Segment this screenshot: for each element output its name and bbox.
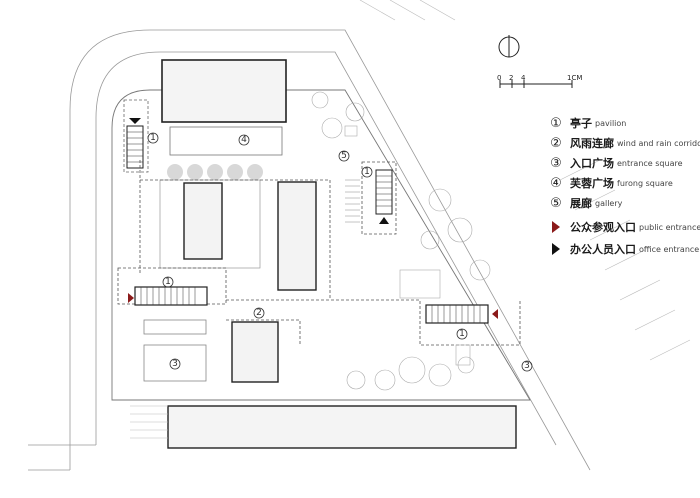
legend-num: ⑤: [550, 195, 562, 211]
legend-item-pavilion: ① 亭子 pavilion: [548, 114, 626, 132]
scale-tick-2: 2: [509, 74, 514, 82]
legend-num: ①: [550, 115, 562, 131]
legend-en: gallery: [595, 198, 623, 208]
legend-en: office entrance: [639, 244, 700, 254]
scale-tick-0: 0: [497, 74, 502, 82]
legend-cn: 风雨连廊: [570, 137, 614, 150]
legend-item-corridor: ② 风雨连廊 wind and rain corridor: [548, 134, 700, 152]
legend-num: ②: [550, 135, 562, 151]
plan-numbers: 1 4 5 1 1 2 1 3 3: [147, 132, 533, 372]
legend-en: public entrance: [639, 222, 700, 232]
pavilion-right: [425, 304, 498, 324]
plan-label-corridor: 2: [256, 308, 262, 318]
legend-en: pavilion: [595, 118, 627, 128]
legend-office-entrance: 办公人员入口 office entrance: [548, 240, 699, 258]
legend-cn: 公众参观入口: [570, 221, 636, 234]
plan-label-pavilion-right: 1: [364, 167, 370, 177]
legend-item-entrance-square: ③ 入口广场 entrance square: [548, 154, 683, 172]
legend-cn: 展廊: [570, 197, 592, 210]
legend-cn: 办公人员入口: [570, 243, 636, 256]
legend-num: ④: [550, 175, 562, 191]
site-boundary: [111, 89, 531, 401]
legend-cn: 芙蓉广场: [570, 177, 614, 190]
scale-tick-4: 4: [521, 74, 526, 82]
road-outline: [28, 29, 591, 471]
legend-public-entrance: 公众参观入口 public entrance: [548, 218, 700, 236]
scale-unit: 1CM: [567, 74, 583, 82]
parking-stripes: [359, 0, 691, 361]
misc-outlines: [344, 125, 471, 366]
furong-square: [167, 126, 283, 180]
plan-label-pavilion-bottom-right: 1: [459, 329, 465, 339]
legend-cn: 入口广场: [570, 157, 614, 170]
entrance-squares: [143, 319, 207, 382]
stairs-gallery: [345, 179, 360, 223]
plan-label-furong: 4: [241, 135, 247, 145]
legend-cn: 亭子: [570, 117, 592, 130]
pavilion-top-left: [123, 99, 149, 173]
north-compass: [498, 35, 520, 58]
scale-bar: [499, 80, 573, 88]
bottom-building: [130, 405, 517, 449]
plan-label-pavilion-top: 1: [150, 133, 156, 143]
legend-num: ③: [550, 155, 562, 171]
plan-label-square-right: 3: [524, 361, 530, 371]
plan-label-pavilion-center: 1: [165, 277, 171, 287]
legend-en: entrance square: [617, 158, 683, 168]
legend-en: furong square: [617, 178, 673, 188]
gallery-buildings: [159, 179, 317, 383]
top-building: [161, 59, 287, 123]
wind-rain-corridor: [117, 160, 521, 346]
plan-label-gallery: 5: [341, 151, 347, 161]
pavilion-left: [128, 286, 208, 306]
trees: [311, 91, 491, 391]
legend-en: wind and rain corridor: [617, 138, 700, 148]
gallery-pavilion: [361, 161, 397, 235]
plan-label-square-left: 3: [172, 359, 178, 369]
office-entrance-triangle-icon: [552, 243, 560, 255]
legend-item-gallery: ⑤ 展廊 gallery: [548, 194, 622, 212]
public-entrance-triangle-icon: [552, 221, 560, 233]
legend-item-furong-square: ④ 芙蓉广场 furong square: [548, 174, 673, 192]
